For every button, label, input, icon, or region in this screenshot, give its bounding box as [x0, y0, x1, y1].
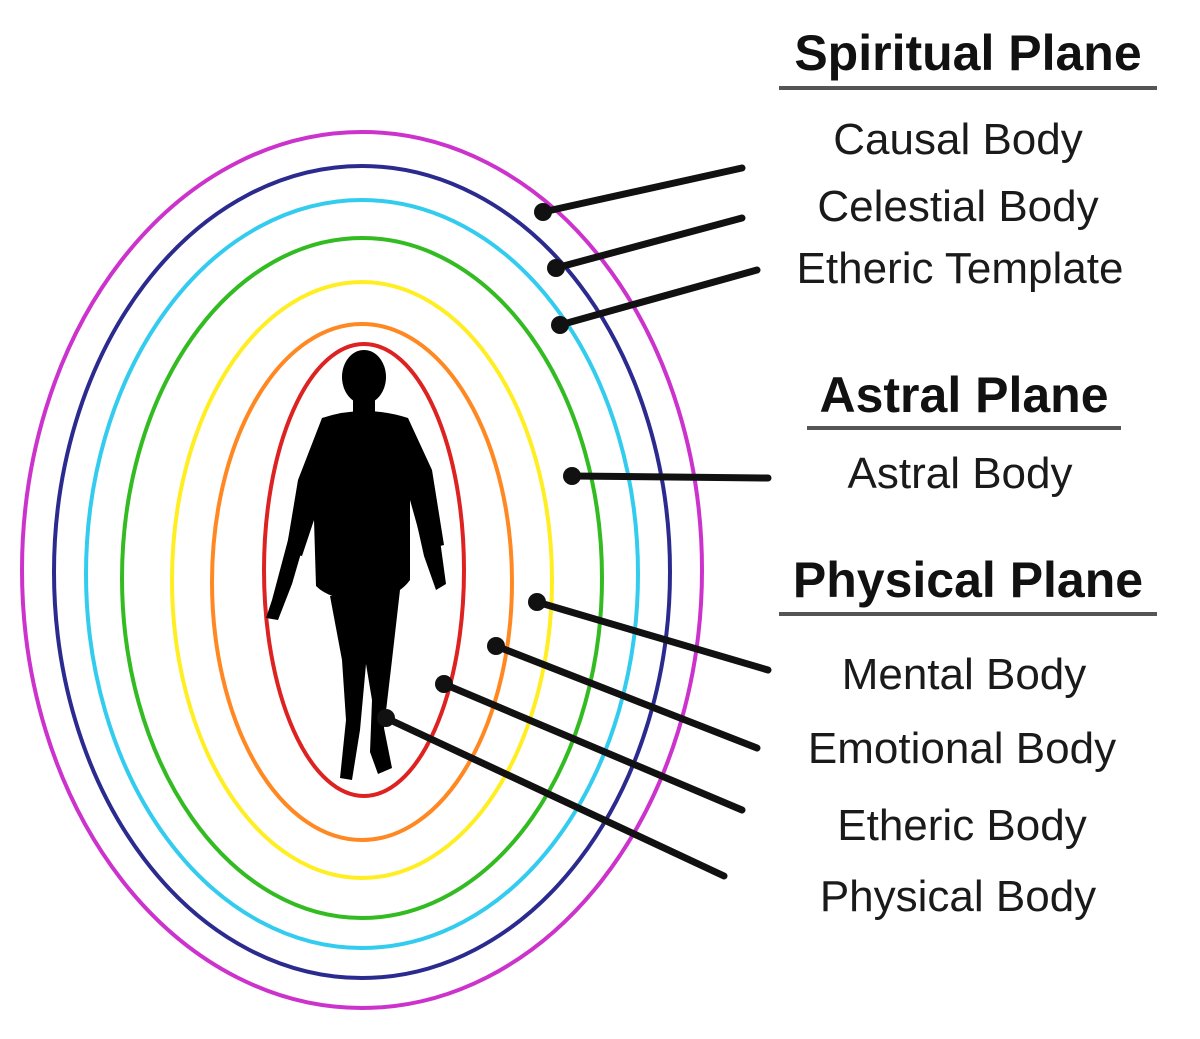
plane-headings: Spiritual Plane Astral Plane Physical Pl… — [779, 25, 1157, 616]
aura-ring-violet — [20, 130, 704, 1010]
aura-ring-green — [120, 236, 604, 920]
aura-ring-indigo — [52, 164, 672, 980]
aura-ring-orange — [210, 322, 514, 842]
label-etheric-template: Etheric Template — [797, 244, 1124, 293]
leader-etheric-template — [551, 266, 761, 334]
leader-astral — [563, 467, 772, 485]
aura-ring-blue — [84, 198, 640, 950]
label-mental-body: Mental Body — [842, 650, 1087, 699]
human-silhouette-icon — [266, 350, 446, 780]
leader-physical — [377, 709, 728, 880]
label-celestial-body: Celestial Body — [817, 182, 1098, 231]
heading-physical-plane: Physical Plane — [793, 552, 1143, 608]
label-causal-body: Causal Body — [833, 115, 1082, 164]
aura-ring-yellow — [170, 280, 554, 880]
label-astral-body: Astral Body — [848, 449, 1073, 498]
label-physical-body: Physical Body — [820, 872, 1096, 921]
heading-astral-plane: Astral Plane — [819, 367, 1108, 423]
leader-etheric — [435, 675, 746, 814]
leader-celestial — [547, 214, 746, 277]
label-etheric-body: Etheric Body — [837, 801, 1086, 850]
label-emotional-body: Emotional Body — [808, 724, 1116, 773]
aura-ring-red — [262, 342, 466, 798]
leader-lines — [377, 164, 772, 880]
leader-emotional — [487, 637, 761, 752]
body-labels: Causal Body Celestial Body Etheric Templ… — [797, 115, 1124, 921]
aura-rings — [20, 130, 704, 1010]
heading-spiritual-plane: Spiritual Plane — [794, 25, 1141, 81]
leader-mental — [528, 593, 772, 674]
leader-causal — [534, 164, 746, 221]
